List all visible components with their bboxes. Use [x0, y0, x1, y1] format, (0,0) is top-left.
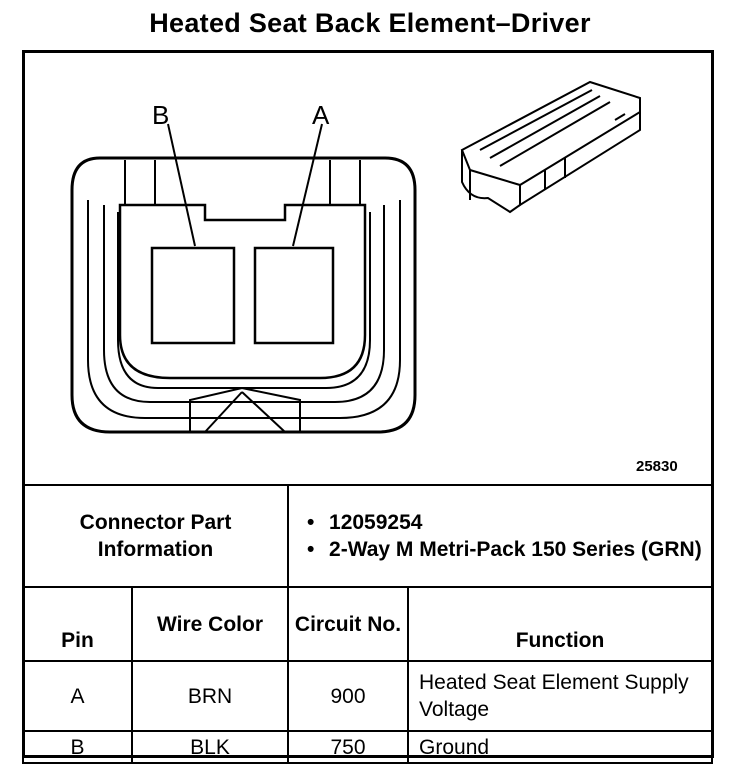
header-wire-color: Wire Color — [130, 586, 290, 662]
leader-b — [167, 123, 196, 247]
table-row: B BLK 750 Ground — [22, 730, 714, 764]
connector-info-table: Connector Part Information • 12059254 • … — [21, 484, 714, 764]
header-function: Function — [407, 586, 714, 662]
terminal-b — [150, 246, 236, 345]
pin-cell: A — [22, 660, 133, 732]
function-cell: Ground — [407, 730, 714, 764]
function-cell: Heated Seat Element Supply Voltage — [407, 660, 714, 732]
wire-color-cell: BRN — [130, 660, 290, 732]
header-row: Pin Wire Color Circuit No. Function — [22, 586, 714, 662]
pin-label-a: A — [312, 100, 330, 130]
connector-part-label: Connector Part Information — [21, 484, 290, 588]
header-pin: Pin — [22, 586, 133, 662]
wire-color-cell: BLK — [130, 730, 290, 764]
pin-cell: B — [22, 730, 133, 764]
bullet-glyph: • — [307, 511, 315, 534]
connector-outline — [70, 156, 417, 434]
connector-part-row: Connector Part Information • 12059254 • … — [21, 484, 714, 588]
figure-id: 25830 — [636, 458, 678, 475]
bullet-glyph: • — [307, 538, 315, 561]
bullet-item: • 2-Way M Metri-Pack 150 Series (GRN) — [307, 536, 711, 563]
connector-3d-icon — [460, 80, 641, 214]
header-circuit: Circuit No. — [287, 586, 410, 662]
bullet-item: • 12059254 — [307, 509, 711, 536]
table-row: A BRN 900 Heated Seat Element Supply Vol… — [22, 660, 714, 732]
connector-type: 2-Way M Metri-Pack 150 Series (GRN) — [329, 538, 702, 561]
connector-part-bullets: • 12059254 • 2-Way M Metri-Pack 150 Seri… — [287, 484, 714, 588]
leader-a — [292, 123, 323, 247]
terminal-a — [253, 246, 335, 345]
circuit-cell: 900 — [287, 660, 410, 732]
part-number: 12059254 — [329, 511, 423, 534]
pin-label-b: B — [152, 100, 170, 130]
page-title: Heated Seat Back Element–Driver — [149, 8, 591, 38]
circuit-cell: 750 — [287, 730, 410, 764]
